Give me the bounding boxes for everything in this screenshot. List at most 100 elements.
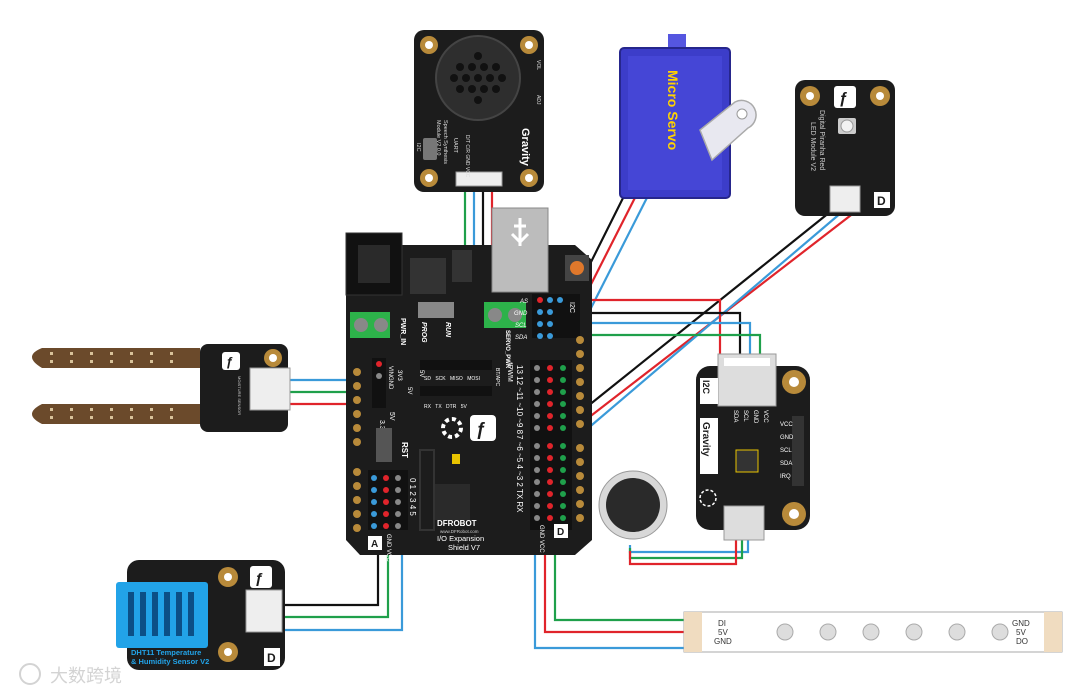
shield-logo: DFROBOT: [437, 519, 477, 528]
dht-name-line1: DHT11 Temperature: [131, 648, 201, 657]
speech-brand: Gravity: [519, 128, 531, 167]
wires: [285, 177, 856, 650]
strip-pin-5v-right: 5V: [1016, 628, 1026, 637]
svg-text:RX TX DTR 5V: RX TX DTR 5V: [424, 404, 467, 410]
shield-name-line2: Shield V7: [448, 543, 480, 552]
fp-pin-r-vcc: VCC: [780, 422, 793, 428]
shield-sda-label: SDA: [515, 335, 527, 341]
fp-brand: Gravity: [700, 422, 711, 457]
shield-vin-gnd: VINGND: [387, 366, 393, 390]
speech-adj-label: ADJ: [535, 95, 541, 105]
watermark-logo-icon: [19, 663, 41, 685]
shield-scl-label: SCL: [515, 323, 527, 329]
joy-wire-green: [628, 540, 744, 560]
shield-3v3: 3V3: [396, 370, 402, 381]
shield-m5v: M5V: [418, 365, 424, 377]
shield-pwm-label: *PWM: [506, 362, 513, 382]
gear-icon: [441, 417, 463, 439]
strip-pin-5v-left: 5V: [718, 628, 728, 637]
shield-d-mark: D: [557, 527, 564, 538]
dfrobot-logo-icon: [834, 86, 856, 108]
fp-pin-r-irq: IRQ: [780, 474, 791, 480]
shield-prog: PROG: [420, 322, 427, 343]
shield-5v: 5V: [406, 387, 412, 394]
speech-uart-label: UART: [452, 138, 458, 154]
fingerprint-sensor-module: I2C Gravity SDA SCL GND VCC VCC GND SCL …: [696, 353, 810, 541]
moisture-label: MOISTURE SENSOR: [237, 376, 242, 415]
led-wire-black: [547, 211, 831, 439]
i2c-wire-black: [590, 311, 742, 355]
fp-i2c-label: I2C: [701, 380, 711, 395]
led-strip: DI 5V GND GND 5V DO: [683, 611, 1063, 653]
speech-pins: D/T C/R GND VCC: [464, 135, 470, 178]
shield-gnd-label: GND: [514, 311, 528, 317]
strip-pin-gnd-right: GND: [1012, 619, 1030, 628]
fp-pin-gnd: GND: [752, 410, 758, 424]
shield-rst: RST: [400, 442, 409, 458]
watermark-text: 大数跨境: [50, 666, 122, 686]
fp-pin-r-scl: SCL: [780, 448, 792, 454]
dht-name-line2: & Humidity Sensor V2: [131, 657, 209, 666]
dht-wire-green: [285, 545, 390, 619]
shield-servo-pwr: SERVO_PWR: [504, 330, 510, 369]
round-module: [598, 470, 668, 540]
svg-text:ƒ: ƒ: [839, 90, 848, 107]
i2c-wire-blue: [590, 321, 752, 355]
led-wire-blue: [565, 211, 843, 448]
led-corner-mark: D: [877, 194, 886, 208]
speech-synthesis-module: Speech Synthesis Module V2.0.0 D/T C/R G…: [414, 30, 544, 192]
shield-gnd-vcc-left: GND VCC: [385, 534, 391, 562]
shield-sel-5v: 5V: [388, 412, 395, 421]
watermark: 大数跨境: [19, 663, 122, 686]
shield-pins-mid: 7 ~6 ~5 4 ~3 2 TX RX: [515, 435, 524, 513]
strip-pin-gnd-left: GND: [714, 637, 732, 646]
io-expansion-shield: AS GND SCL SDA I2C PWR_IN PROG RUN SERVO…: [345, 207, 592, 562]
strip-wire-red: [543, 545, 690, 634]
joy-wire-red: [628, 540, 738, 566]
fingerprint-icon: [699, 489, 717, 507]
shield-name-line1: I/O Expansion: [437, 534, 484, 543]
svg-text:ƒ: ƒ: [476, 419, 486, 439]
joystick-icon: [606, 478, 660, 532]
strip-wire-blue: [533, 545, 690, 650]
speech-i2c-label: I2C: [415, 143, 421, 152]
dht-wire-blue: [285, 545, 404, 632]
dht-corner-mark: D: [267, 651, 276, 665]
shield-a-mark: A: [371, 539, 378, 550]
i2c-wire-green: [590, 333, 762, 355]
dc-jack-icon: [358, 245, 390, 283]
shield-i2c-label: I2C: [568, 302, 575, 313]
servo-wire-blue: [589, 177, 658, 311]
fp-pin-r-sda: SDA: [780, 461, 792, 467]
shield-as-label: AS: [519, 299, 528, 305]
svg-text:ƒ: ƒ: [226, 354, 233, 369]
svg-text:ƒ: ƒ: [255, 570, 263, 587]
fp-pin-sda: SDA: [732, 410, 738, 422]
fp-pin-scl: SCL: [742, 410, 748, 422]
speech-name-line2: Module V2.0.0: [435, 120, 441, 155]
strip-wire-green: [553, 545, 690, 622]
piranha-led-module: ƒ Digital Piranha Red LED Module V2 D: [795, 80, 895, 216]
shield-gnd-vcc-right: GND VCC: [538, 525, 544, 553]
led-name-line2: LED Module V2: [809, 122, 816, 171]
i2c-wire-red: [590, 298, 722, 355]
shield-bt-apc: BT/APC: [494, 368, 500, 386]
joy-wire-blue: [628, 540, 750, 554]
shield-pwr-in: PWR_IN: [399, 318, 406, 345]
led-name-line1: Digital Piranha Red: [818, 110, 825, 170]
shield-3-3v: 3.3V: [378, 420, 385, 435]
servo-label: Micro Servo: [665, 70, 681, 150]
micro-servo: Micro Servo: [619, 34, 757, 199]
dht11-sensor: ƒ DHT11 Temperature & Humidity Sensor V2…: [116, 560, 285, 670]
fp-pin-r-gnd: GND: [780, 435, 794, 441]
shield-pins-top: 13 12 ~11 ~10 ~9 8: [515, 365, 524, 435]
shield-analog-pins: 0 1 2 3 4 5: [408, 478, 417, 516]
dfrobot-logo-icon-moisture: [222, 352, 240, 370]
dfrobot-logo-icon-shield: [470, 415, 496, 441]
shield-header-labels: SD SCK MISO MOSI: [424, 376, 480, 382]
strip-pin-di: DI: [718, 619, 726, 628]
led-icon: [840, 119, 854, 133]
dfrobot-logo-icon-dht: [250, 566, 272, 588]
shield-run: RUN: [444, 322, 451, 338]
moisture-sensor: ƒ MOISTURE SENSOR: [32, 344, 291, 432]
